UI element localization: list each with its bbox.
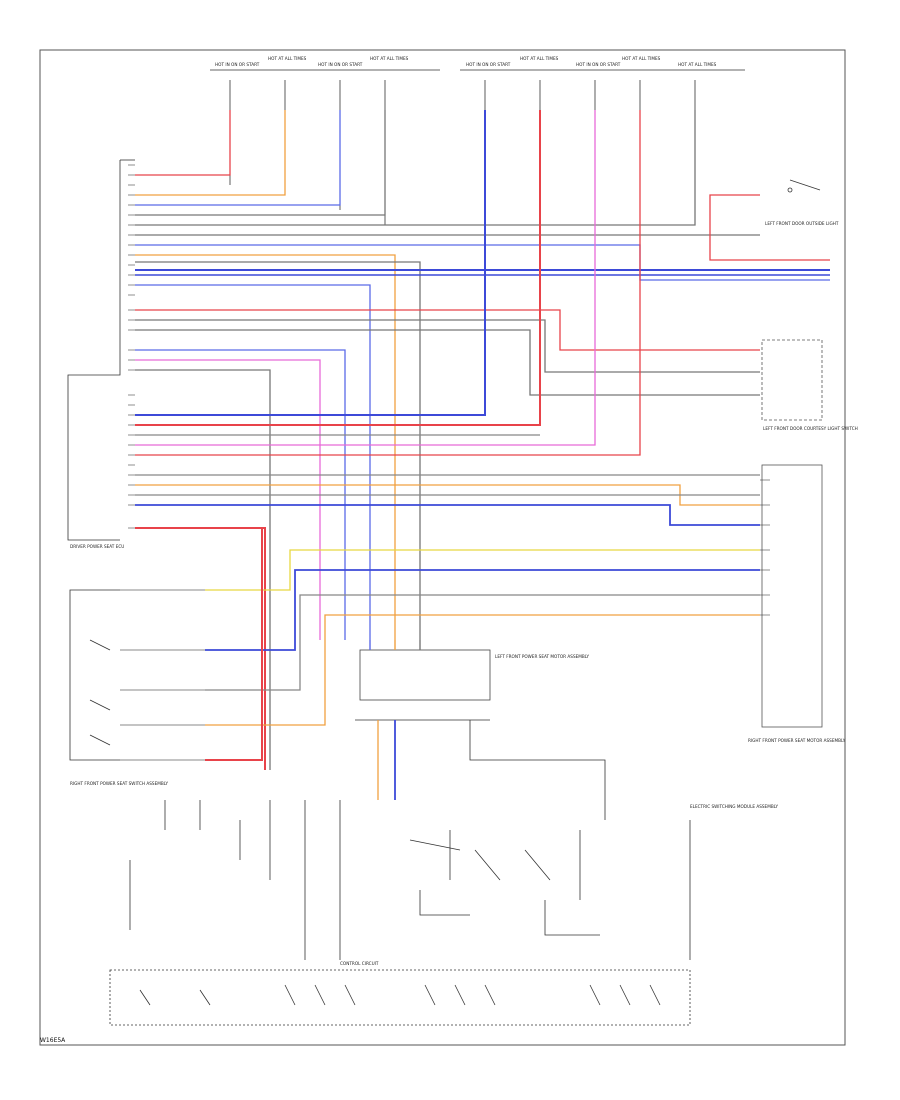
wire-orange-2	[135, 254, 396, 640]
harness-wires-right	[205, 528, 760, 761]
wire-red-3	[135, 110, 541, 426]
wire-gray-11	[205, 594, 760, 691]
fuse-label-8: HOT AT ALL TIMES	[622, 56, 661, 61]
left-ecu-outline	[67, 159, 135, 541]
right-motor-box	[761, 464, 823, 728]
bottom-relay-contacts	[139, 984, 661, 1006]
left-module-pins	[128, 164, 135, 529]
center-ecu-connectors	[369, 640, 421, 650]
right-door-light-label: LEFT FRONT DOOR COURTESY LIGHT SWITCH	[763, 426, 858, 431]
wire-red-4	[135, 110, 641, 456]
left-switch-label: RIGHT FRONT POWER SEAT SWITCH ASSEMBLY	[70, 781, 168, 786]
fuse-label-2: HOT AT ALL TIMES	[268, 56, 307, 61]
wire-blue-7	[135, 110, 486, 416]
wire-blue-1	[135, 110, 341, 206]
left-ecu-label: DRIVER POWER SEAT ECU	[70, 544, 124, 549]
wire-gray-4	[135, 261, 421, 640]
fuse-label-6: HOT AT ALL TIMES	[520, 56, 559, 61]
fuse-label-7: HOT IN ON OR START	[576, 62, 621, 67]
wire-blue-5	[135, 284, 371, 640]
center-ecu-label: LEFT FRONT POWER SEAT MOTOR ASSEMBLY	[495, 654, 590, 659]
wire-pink-1	[135, 359, 321, 640]
wire-red-6	[205, 528, 263, 761]
harness-wires-top	[135, 110, 830, 770]
wire-orange-1	[135, 110, 286, 196]
wire-gray-6	[135, 329, 760, 396]
wire-gray-5	[135, 319, 760, 373]
fuse-label-4: HOT AT ALL TIMES	[370, 56, 409, 61]
right-motor-label: RIGHT FRONT POWER SEAT MOTOR ASSEMBLY	[748, 738, 846, 743]
wire-red-1	[135, 110, 231, 176]
fuse-label-3: HOT IN ON OR START	[318, 62, 363, 67]
wire-gray-2	[135, 110, 696, 226]
wire-pink-2	[135, 110, 596, 446]
right-motor-pins	[760, 479, 770, 616]
bottom-right-label: ELECTRIC SWITCHING MODULE ASSEMBLY	[690, 804, 778, 809]
wire-orange-4	[205, 614, 760, 726]
fuse-label-9: HOT AT ALL TIMES	[678, 62, 717, 67]
bottom-switches	[109, 800, 691, 1026]
wire-blue-9	[205, 569, 760, 651]
wire-red-2	[135, 309, 760, 351]
left-switch-wires	[120, 589, 205, 761]
center-ecu-box	[359, 649, 491, 701]
wire-yellow-1	[205, 549, 760, 591]
diagram-frame	[39, 49, 846, 1046]
right-door-light-box	[761, 339, 823, 421]
wire-gray-7	[135, 369, 271, 770]
wire-red-5	[135, 527, 266, 770]
right-top-switch-label: LEFT FRONT DOOR OUTSIDE LIGHT	[765, 221, 839, 226]
wire-gray-1	[135, 110, 386, 216]
control-circuit-label: CONTROL CIRCUIT	[340, 961, 379, 966]
page-label: W16E5A	[40, 1037, 66, 1044]
fuse-label-5: HOT IN ON OR START	[466, 62, 511, 67]
fuse-label-blocks: HOT IN ON OR START HOT AT ALL TIMES HOT …	[215, 56, 717, 67]
harness-wires-mid	[135, 110, 760, 770]
left-switch-assembly	[69, 589, 120, 761]
wire-blue-6	[135, 349, 346, 640]
wire-blue-8	[135, 504, 760, 526]
right-top-switch	[709, 179, 830, 261]
fuse-label-1: HOT IN ON OR START	[215, 62, 260, 67]
top-fuse-stubs	[210, 69, 745, 250]
center-lower-wires	[355, 719, 606, 820]
